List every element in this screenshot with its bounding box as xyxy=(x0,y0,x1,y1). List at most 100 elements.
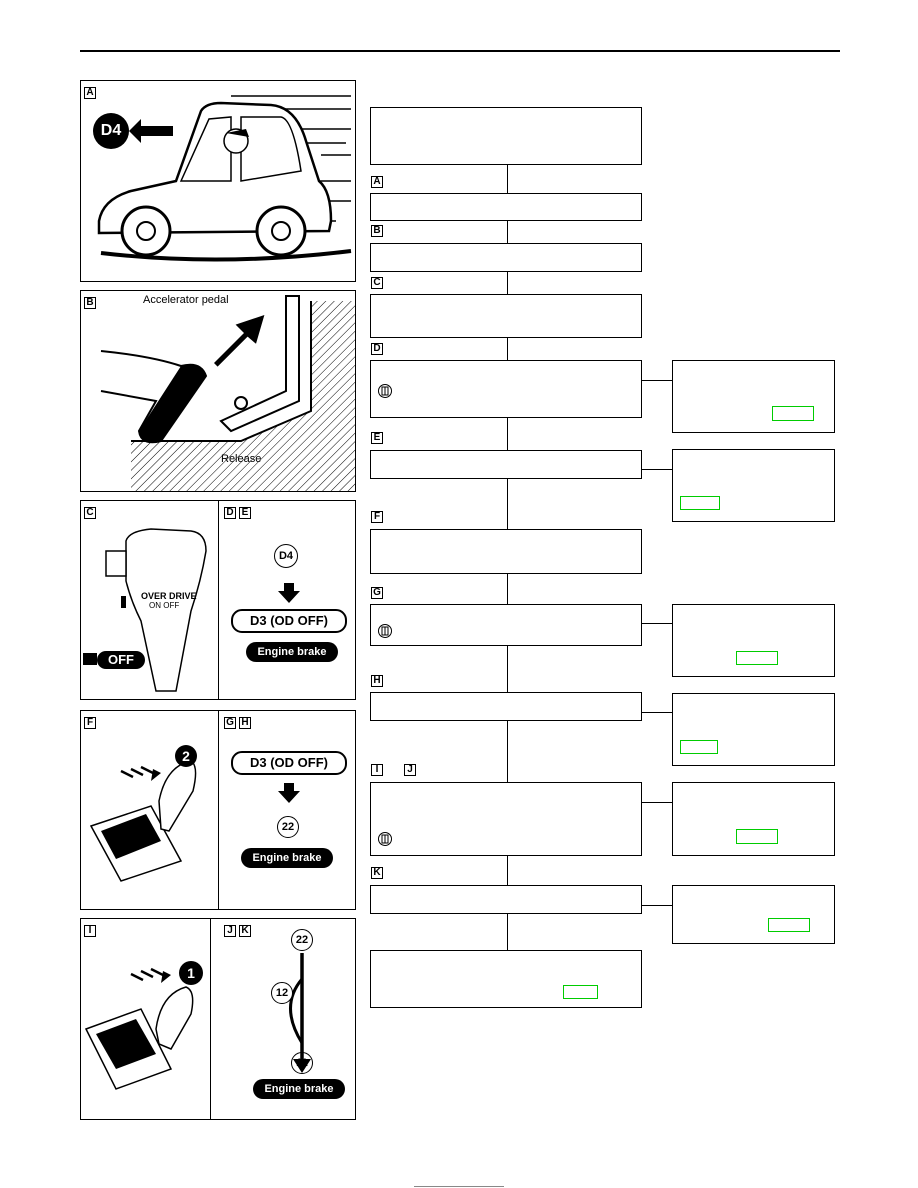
panel-divider xyxy=(218,711,219,909)
tag-f: F xyxy=(84,717,96,729)
flow-side-box-d xyxy=(672,360,835,433)
tester-icon xyxy=(378,624,392,638)
flow-side-box-k xyxy=(672,885,835,944)
gear-11-circle: 11 xyxy=(291,1052,313,1074)
tag-e: E xyxy=(239,507,251,519)
down-arrow-icon xyxy=(278,583,300,603)
connector xyxy=(642,905,672,906)
engine-brake-pill: Engine brake xyxy=(241,848,333,868)
tag-c: C xyxy=(84,507,96,519)
flow-box-k xyxy=(370,885,642,914)
flow-box-c xyxy=(370,294,642,338)
shift-lever-illustration xyxy=(83,528,207,692)
flow-box-ij xyxy=(370,782,642,856)
tag-a: A xyxy=(84,87,96,99)
flow-box-start xyxy=(370,107,642,165)
panel-c-de: C D E OVER DRIVE ON OFF OFF D4 D3 (OD OF… xyxy=(80,500,356,700)
connector xyxy=(507,574,508,604)
highlight-box xyxy=(680,740,718,754)
connector xyxy=(507,856,508,886)
tag-k: K xyxy=(239,925,251,937)
d3-od-off-pill: D3 (OD OFF) xyxy=(231,751,347,775)
connector xyxy=(507,418,508,450)
connector xyxy=(507,914,508,950)
flow-tag-c: C xyxy=(371,277,383,289)
tag-j: J xyxy=(224,925,236,937)
flow-tag-j: J xyxy=(404,764,416,776)
gear-22-circle: 22 xyxy=(291,929,313,951)
shift-gate-illustration xyxy=(84,967,194,1090)
flow-box-end xyxy=(370,950,642,1008)
engine-brake-pill: Engine brake xyxy=(246,642,338,662)
flow-box-g xyxy=(370,604,642,646)
flow-tag-g: G xyxy=(371,587,383,599)
shift-gate-illustration xyxy=(89,760,197,882)
od-off-button: OFF xyxy=(97,651,145,669)
flow-tag-f: F xyxy=(371,511,383,523)
gear-22-circle: 22 xyxy=(277,816,299,838)
overdrive-label: OVER DRIVE xyxy=(141,591,197,601)
flow-side-box-h xyxy=(672,693,835,766)
car-illustration xyxy=(97,95,352,262)
connector xyxy=(642,380,672,381)
connector xyxy=(642,469,672,470)
panel-divider xyxy=(210,919,211,1119)
connector xyxy=(507,479,508,529)
tag-g: G xyxy=(224,717,236,729)
tag-i: I xyxy=(84,925,96,937)
accelerator-pedal-label: Accelerator pedal xyxy=(143,294,229,306)
highlight-box xyxy=(563,985,598,999)
panel-b: B Accelerator pedal Release xyxy=(80,290,356,492)
down-arrow-icon xyxy=(278,783,300,803)
highlight-box xyxy=(736,829,778,844)
flow-tag-a: A xyxy=(371,176,383,188)
panel-i-jk: I J K 1 22 12 11 Engine brake xyxy=(80,918,356,1120)
pedal-illustration xyxy=(100,295,355,491)
flow-box-f xyxy=(370,529,642,574)
flow-tag-b: B xyxy=(371,225,383,237)
highlight-box xyxy=(768,918,810,932)
footer-rule xyxy=(414,1186,504,1187)
connector xyxy=(642,623,672,624)
flow-tag-k: K xyxy=(371,867,383,879)
connector xyxy=(507,221,508,243)
release-label: Release xyxy=(221,453,262,465)
tag-d: D xyxy=(224,507,236,519)
connector xyxy=(642,802,672,803)
flow-tag-e: E xyxy=(371,432,383,444)
flow-tag-d: D xyxy=(371,343,383,355)
highlight-box xyxy=(680,496,720,510)
flow-box-e xyxy=(370,450,642,479)
tag-b: B xyxy=(84,297,96,309)
on-off-label: ON OFF xyxy=(149,601,180,610)
d3-od-off-pill: D3 (OD OFF) xyxy=(231,609,347,633)
flow-side-box-g xyxy=(672,604,835,677)
flow-side-box-ij xyxy=(672,782,835,856)
gear-1-badge: 1 xyxy=(179,961,203,985)
flow-side-box-e xyxy=(672,449,835,522)
tester-icon xyxy=(378,384,392,398)
connector xyxy=(507,721,508,783)
gear-2-badge: 2 xyxy=(175,745,197,767)
panel-a: A D4 xyxy=(80,80,356,282)
connector xyxy=(507,165,508,193)
gear-d4-circle: D4 xyxy=(274,544,298,568)
gear-12-circle: 12 xyxy=(271,982,293,1004)
engine-brake-pill: Engine brake xyxy=(253,1079,345,1099)
connector xyxy=(507,338,508,360)
tester-icon xyxy=(378,832,392,846)
highlight-box xyxy=(736,651,778,665)
connector xyxy=(507,272,508,294)
gear-d4-badge: D4 xyxy=(93,113,129,149)
connector xyxy=(642,712,672,713)
flow-tag-i: I xyxy=(371,764,383,776)
header-rule xyxy=(80,50,840,52)
flow-box-h xyxy=(370,692,642,721)
flow-box-d xyxy=(370,360,642,418)
highlight-box xyxy=(772,406,814,421)
tag-h: H xyxy=(239,717,251,729)
flow-tag-h: H xyxy=(371,675,383,687)
panel-f-gh: F G H 2 D3 (OD OFF) 22 Engine brake xyxy=(80,710,356,910)
flow-box-b xyxy=(370,243,642,272)
connector xyxy=(507,646,508,692)
